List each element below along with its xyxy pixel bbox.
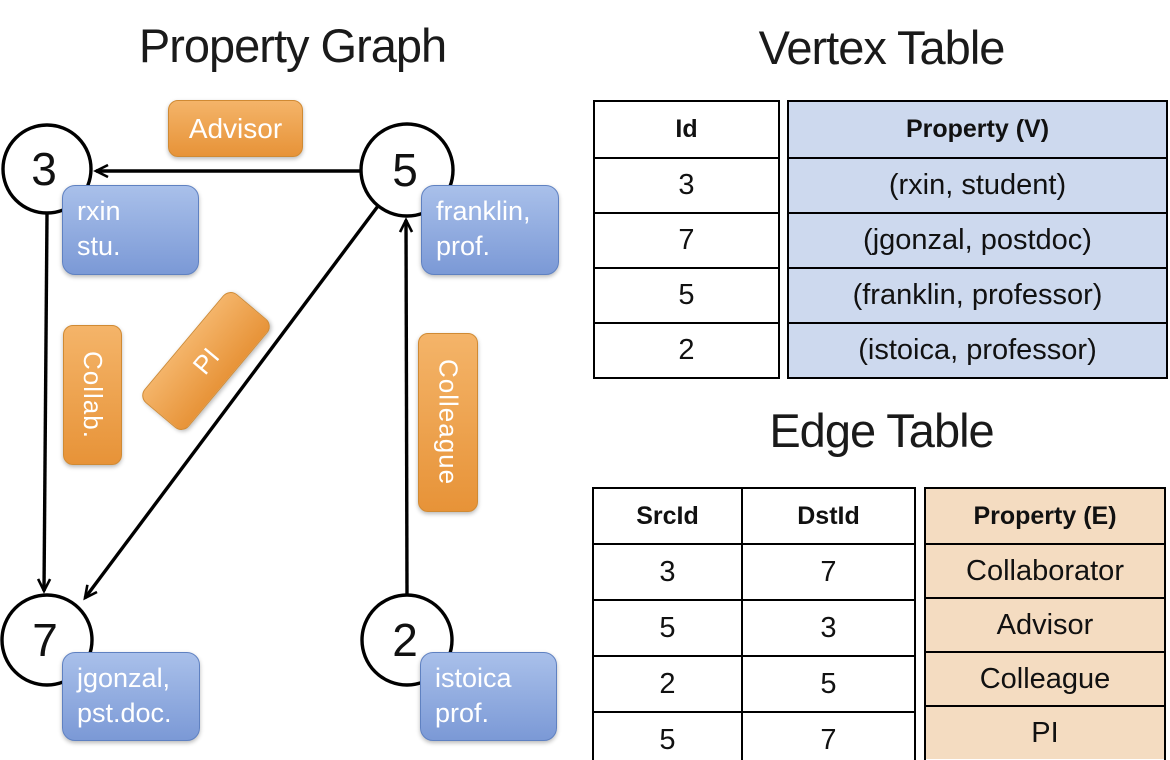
edge-table-cell-srcid: 2 — [659, 667, 676, 700]
edge-table-cell-dstid: 7 — [741, 713, 914, 760]
edge-table-header-srcid: SrcId — [636, 501, 699, 530]
edge-label-collab-text: Collab. — [78, 351, 108, 439]
vertex-table-header-id: Id — [675, 115, 698, 143]
vertex-id-7: 7 — [32, 614, 58, 666]
vertex-table-cell-id: 3 — [595, 157, 778, 212]
edge-table-cell-property: Advisor — [926, 597, 1164, 651]
vertex-table-cell-id: 5 — [595, 267, 778, 322]
edge-table-title: Edge Table — [769, 404, 994, 457]
property-graph-title: Property Graph — [138, 19, 447, 72]
vertex-prop-jgonzal: jgonzal, pst.doc. — [62, 652, 200, 741]
vertex-table-header-property: Property (V) — [789, 102, 1166, 157]
vertex-table-cell-property: (franklin, professor) — [789, 267, 1166, 322]
edge-table-cell-property: PI — [926, 705, 1164, 759]
edge-table-row: 3 7 — [594, 543, 914, 599]
edge-table-header-row: SrcId DstId — [594, 489, 914, 543]
edge-label-collab: Collab. — [63, 325, 122, 465]
vertex-prop-rxin: rxin stu. — [62, 185, 199, 275]
edge-label-colleague-text: Colleague — [433, 359, 464, 486]
vertex-id-5: 5 — [392, 144, 418, 196]
vertex-table-cell-id: 7 — [595, 212, 778, 267]
edge-table-cell-srcid: 3 — [659, 555, 676, 588]
vertex-prop-line: stu. — [77, 231, 121, 261]
edge-5-to-7 — [83, 204, 380, 601]
vertex-prop-line: prof. — [436, 231, 491, 261]
edge-table-cell-dstid: 3 — [741, 601, 914, 655]
edge-table-header-property: Property (E) — [926, 489, 1164, 543]
edge-label-colleague: Colleague — [418, 333, 478, 512]
edge-table: SrcId DstId 3 7 5 3 2 5 5 7 Property (E)… — [592, 487, 1166, 760]
edge-table-id-columns: SrcId DstId 3 7 5 3 2 5 5 7 — [592, 487, 916, 760]
edge-table-cell-property: Colleague — [926, 651, 1164, 705]
vertex-table-property-column: Property (V) (rxin, student) (jgonzal, p… — [787, 100, 1168, 379]
vertex-table-title: Vertex Table — [758, 21, 1006, 74]
vertex-prop-line: franklin, — [436, 196, 531, 226]
edge-table-property-column: Property (E) Collaborator Advisor Collea… — [924, 487, 1166, 760]
edge-label-pi-text: PI — [186, 341, 226, 380]
edge-label-advisor: Advisor — [168, 100, 303, 157]
vertex-prop-line: pst.doc. — [77, 698, 172, 728]
edge-2-to-5 — [398, 217, 414, 595]
edge-label-advisor-text: Advisor — [188, 112, 283, 144]
edge-table-cell-srcid: 5 — [659, 723, 676, 756]
edge-table-header-dstid: DstId — [741, 489, 914, 543]
edge-table-cell-srcid: 5 — [659, 611, 676, 644]
vertex-prop-franklin: franklin, prof. — [421, 185, 559, 275]
edge-table-row: 5 3 — [594, 599, 914, 655]
edge-table-cell-property: Collaborator — [926, 543, 1164, 597]
edge-table-cell-dstid: 7 — [741, 545, 914, 599]
edge-table-row: 5 7 — [594, 711, 914, 760]
vertex-table-cell-property: (jgonzal, postdoc) — [789, 212, 1166, 267]
vertex-table-cell-id: 2 — [595, 322, 778, 377]
vertex-prop-line: prof. — [435, 698, 490, 728]
edge-table-cell-dstid: 5 — [741, 657, 914, 711]
vertex-prop-line: rxin — [77, 196, 121, 226]
vertex-table: Id 3 7 5 2 Property (V) (rxin, student) … — [593, 100, 1168, 379]
vertex-table-cell-property: (rxin, student) — [789, 157, 1166, 212]
vertex-table-cell-property: (istoica, professor) — [789, 322, 1166, 377]
edge-3-to-7 — [36, 213, 52, 594]
vertex-prop-istoica: istoica prof. — [420, 652, 557, 741]
vertex-prop-line: istoica — [435, 663, 512, 693]
edge-table-row: 2 5 — [594, 655, 914, 711]
property-graph-panel: Property Graph 3 5 7 — [0, 19, 559, 741]
vertex-table-id-column: Id 3 7 5 2 — [593, 100, 780, 379]
vertex-id-3: 3 — [31, 143, 57, 195]
vertex-id-2: 2 — [392, 614, 418, 666]
vertex-prop-line: jgonzal, — [77, 663, 171, 693]
